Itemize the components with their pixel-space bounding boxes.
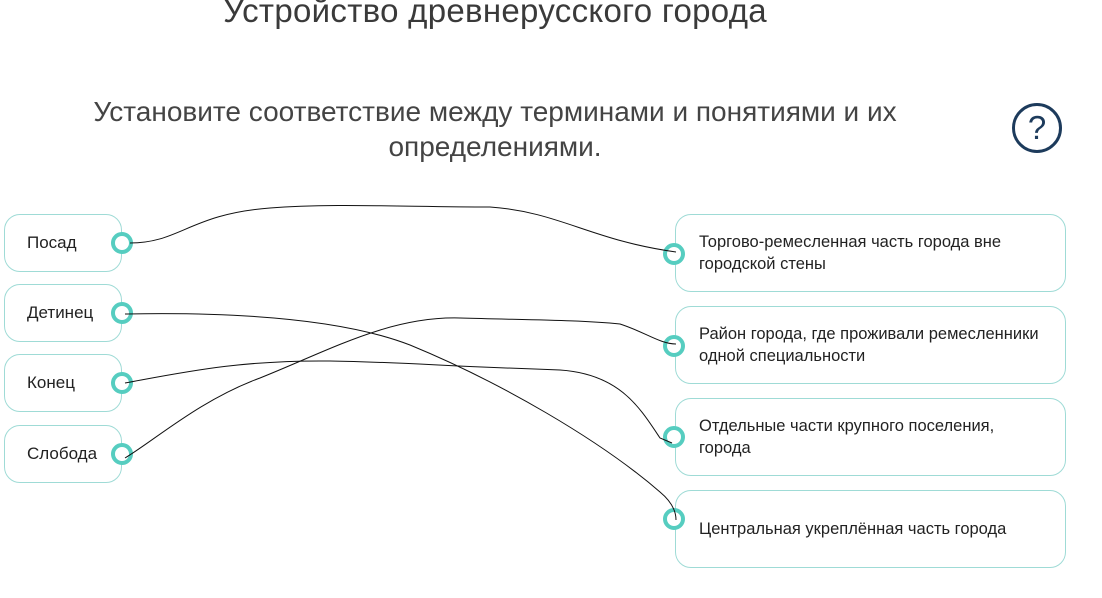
page-title: Устройство древнерусского города xyxy=(223,0,767,29)
term-label: Посад xyxy=(27,233,77,252)
term-anchor-konets[interactable] xyxy=(111,372,133,394)
term-anchor-posad[interactable] xyxy=(111,232,133,254)
definition-label: Центральная укреплённая часть города xyxy=(699,520,1007,538)
connection-line-posad xyxy=(129,204,677,253)
task-instruction: Установите соответствие между терминами … xyxy=(93,96,897,162)
term-card-posad[interactable]: Посад xyxy=(4,214,122,272)
definition-label: Отдельные части крупного поселения, горо… xyxy=(699,417,995,457)
connection-line-konets xyxy=(124,360,673,444)
definition-label: Торгово-ремесленная часть города вне гор… xyxy=(699,233,1002,273)
connection-line-detinets xyxy=(124,313,677,521)
term-anchor-detinets[interactable] xyxy=(111,302,133,324)
term-anchor-sloboda[interactable] xyxy=(111,443,133,465)
term-card-detinets[interactable]: Детинец xyxy=(4,284,122,342)
definition-anchor-2[interactable] xyxy=(663,335,685,357)
definition-anchor-4[interactable] xyxy=(663,508,685,530)
definition-card-4[interactable]: Центральная укреплённая часть города xyxy=(675,490,1066,568)
term-label: Слобода xyxy=(27,444,98,463)
definition-card-1[interactable]: Торгово-ремесленная часть города вне гор… xyxy=(675,214,1066,292)
definition-card-2[interactable]: Район города, где проживали ремесленники… xyxy=(675,306,1066,384)
definition-label: Район города, где проживали ремесленники… xyxy=(699,325,1039,365)
term-label: Детинец xyxy=(27,303,94,322)
term-card-sloboda[interactable]: Слобода xyxy=(4,425,122,483)
definition-card-3[interactable]: Отдельные части крупного поселения, горо… xyxy=(675,398,1066,476)
definition-anchor-1[interactable] xyxy=(663,243,685,265)
connection-line-sloboda xyxy=(124,317,677,459)
definition-anchor-3[interactable] xyxy=(663,426,685,448)
question-circle-icon: ? xyxy=(1027,109,1047,146)
term-label: Конец xyxy=(27,373,75,392)
term-card-konets[interactable]: Конец xyxy=(4,354,122,412)
help-button[interactable]: ? xyxy=(1012,103,1062,153)
